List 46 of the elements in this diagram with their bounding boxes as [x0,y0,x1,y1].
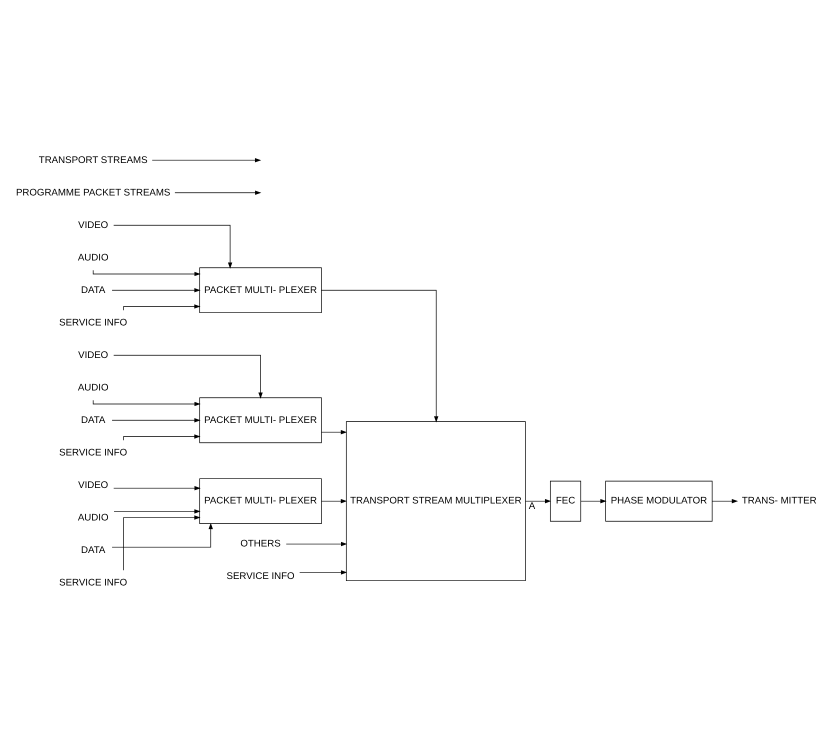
arrow [113,354,263,398]
node-text: SERVICE INFO [59,576,128,588]
node-box: PACKET MULTI- PLEXER [199,266,322,313]
arrow [321,289,438,422]
arrow [114,508,201,514]
node-text: OTHERS [240,538,281,550]
node-text: AUDIO [78,252,108,263]
node-text: PROGRAMME PACKET STREAMS [16,186,170,198]
node-box: TRANSPORT STREAM MULTIPLEXER [346,420,526,581]
node-text: DATA [80,414,106,426]
node-text: VIDEO [78,349,108,360]
node-text: DATA [80,284,106,296]
arrow [321,498,348,503]
arrow [123,434,201,440]
arrow [92,269,201,276]
node-text: SERVICE INFO [59,316,128,328]
node-box: PACKET MULTI- PLEXER [199,396,322,443]
arrow [112,522,213,547]
node-text: DATA [80,544,106,556]
node-box: PACKET MULTI- PLEXER [199,478,322,524]
node-text: AUDIO [78,512,108,523]
node-text: TRANSPORT STREAMS [38,154,148,166]
edge-label: A [528,500,536,512]
arrow [112,418,201,422]
node-box: PHASE MODULATOR [605,480,712,522]
arrow [299,570,348,574]
arrow [123,304,201,310]
arrow [113,486,201,490]
arrow [112,288,201,292]
arrow [123,514,201,570]
arrow [152,158,262,162]
arrow [580,498,607,503]
node-text: VIDEO [78,219,108,230]
arrow [174,190,262,194]
node-text: TRANS- MITTER [742,495,817,506]
node-text: VIDEO [78,479,108,490]
arrow [712,498,738,503]
node-text: AUDIO [78,382,108,393]
arrow [286,541,348,546]
node-box: FEC [550,480,582,522]
arrow [321,430,348,434]
node-text: SERVICE INFO [59,446,128,458]
arrow [525,498,552,503]
arrow [113,224,232,268]
arrow [92,399,201,406]
node-text: SERVICE INFO [226,570,295,582]
